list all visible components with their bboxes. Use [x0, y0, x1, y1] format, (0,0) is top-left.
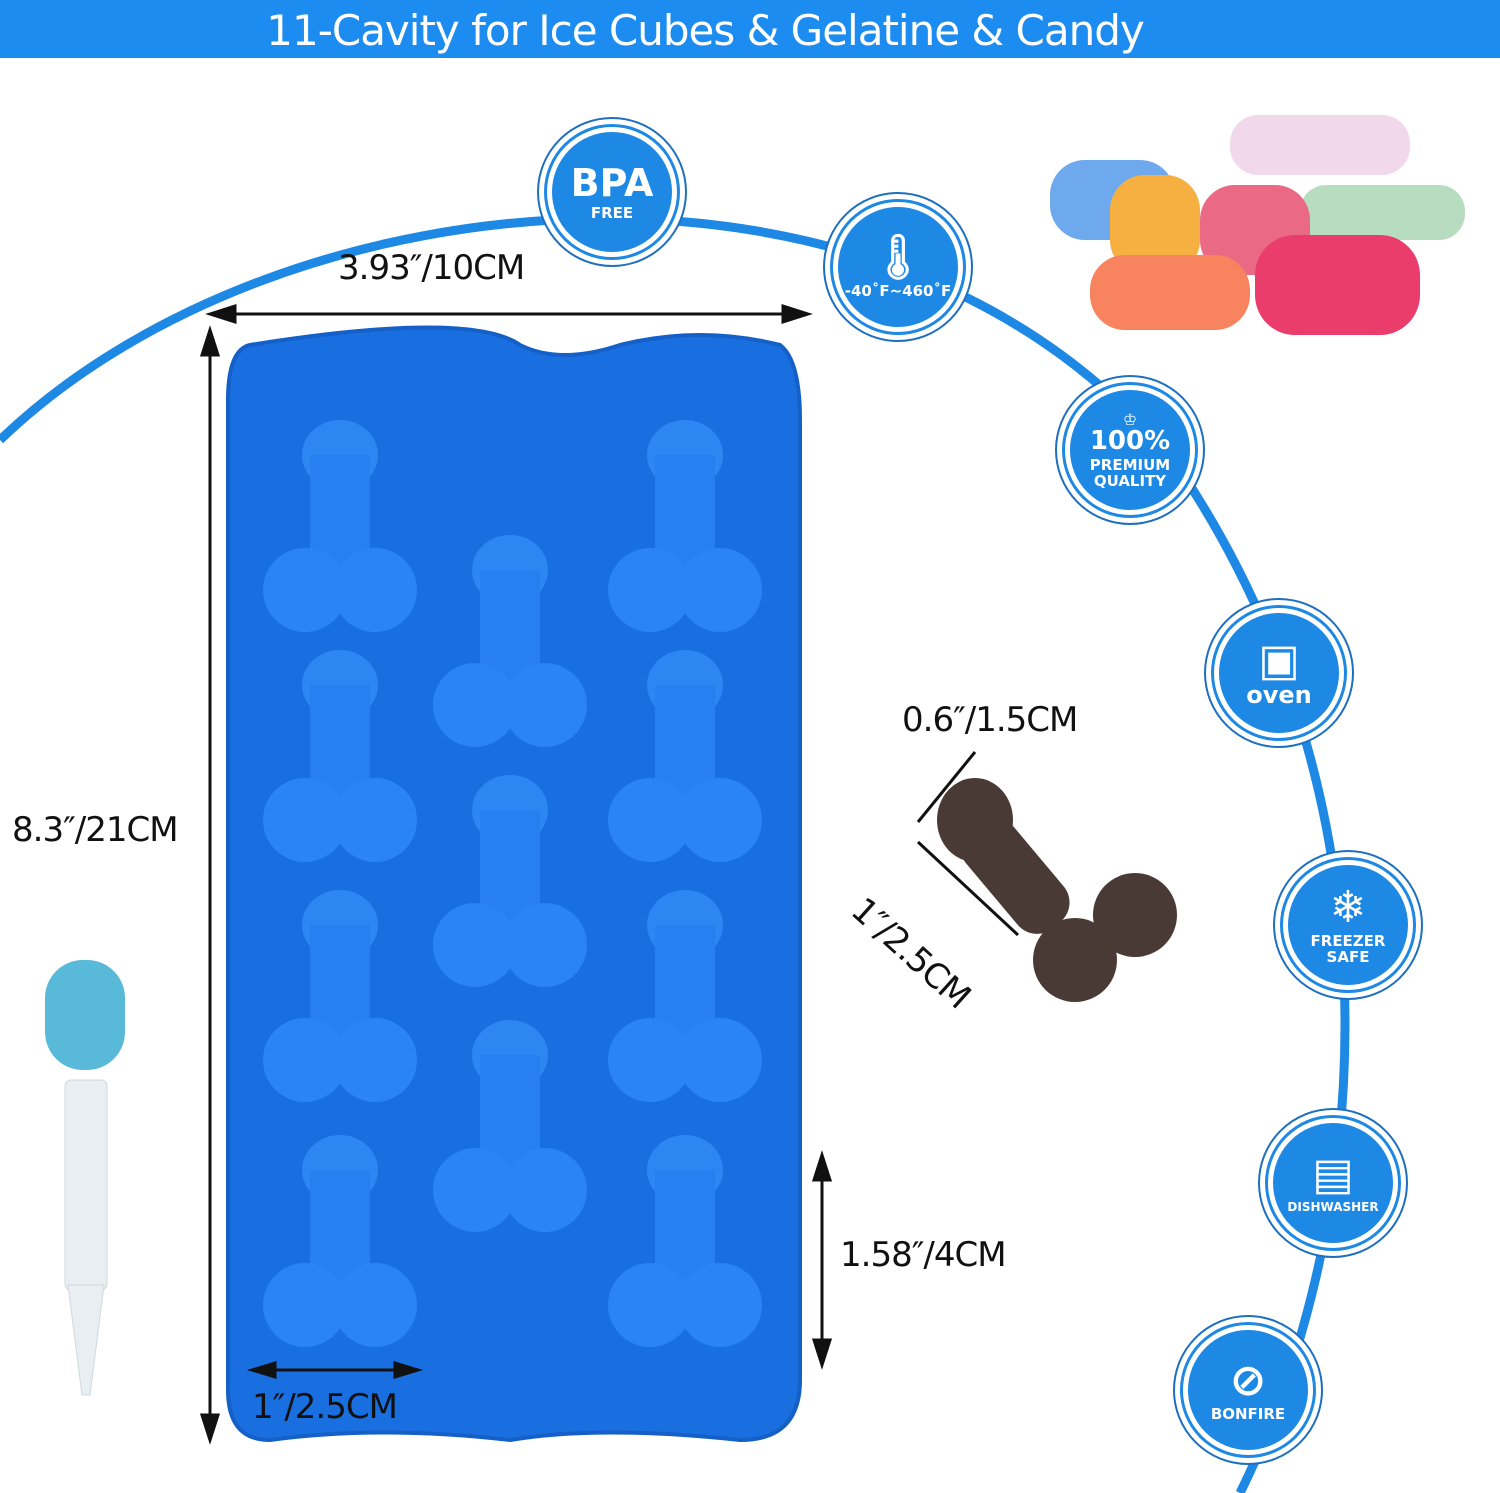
tray-cavity: [433, 535, 587, 747]
dishwasher-label: DISHWASHER: [1287, 1200, 1379, 1214]
tray-cavity: [608, 420, 762, 632]
quality-main: 100%: [1089, 425, 1171, 456]
thermometer-icon: 🌡: [870, 231, 926, 283]
tray-cavity: [263, 1135, 417, 1347]
tray-cavity: [608, 650, 762, 862]
badge-freezer: ❄ FREEZER SAFE: [1273, 850, 1423, 1000]
tray-cavity: [433, 1020, 587, 1232]
dimension-piece-width: 0.6″/1.5CM: [902, 700, 1078, 740]
badge-bonfire: ⊘ BONFIRE: [1173, 1315, 1323, 1465]
freezer-line1: FREEZER: [1310, 931, 1386, 950]
chocolate-piece: [937, 778, 1177, 1002]
dimension-height: 8.3″/21CM: [12, 810, 179, 850]
badge-bpa-free: BPA FREE: [537, 117, 687, 267]
dishwasher-icon: ▤: [1312, 1149, 1354, 1200]
tray-cavity: [608, 890, 762, 1102]
no-fire-icon: ⊘: [1229, 1354, 1267, 1406]
badge-dishwasher: ▤ DISHWASHER: [1258, 1108, 1408, 1258]
freezer-line2: SAFE: [1326, 947, 1370, 966]
candy-pile: [1050, 115, 1465, 335]
title-banner: 11-Cavity for Ice Cubes & Gelatine & Can…: [0, 0, 1500, 58]
tray-cavity: [263, 890, 417, 1102]
oven-label: oven: [1246, 681, 1312, 709]
microwave-icon: ▣: [1258, 635, 1300, 686]
dimension-cavity-width: 1″/2.5CM: [252, 1387, 398, 1427]
dimension-cavity-height: 1.58″/4CM: [840, 1235, 1007, 1275]
badge-temperature: 🌡 -40˚F~460˚F: [823, 192, 973, 342]
tray-cavity: [433, 775, 587, 987]
dropper: [45, 960, 125, 1396]
badge-quality: ♔ 100% PREMIUM QUALITY: [1055, 375, 1205, 525]
crown-icon: ♔: [1122, 409, 1138, 429]
tray-cavity: [608, 1135, 762, 1347]
quality-line1: PREMIUM: [1089, 455, 1171, 474]
bonfire-label: BONFIRE: [1210, 1404, 1286, 1423]
quality-line2: QUALITY: [1093, 471, 1167, 490]
tray-cavity: [263, 650, 417, 862]
dimension-width: 3.93″/10CM: [338, 248, 525, 288]
bpa-text: BPA: [570, 160, 654, 205]
snowflake-icon: ❄: [1329, 881, 1367, 933]
temp-label: -40˚F~460˚F: [844, 281, 952, 300]
tray-cavity: [263, 420, 417, 632]
bpa-sub: FREE: [590, 203, 634, 222]
badge-oven: ▣ oven: [1204, 598, 1354, 748]
